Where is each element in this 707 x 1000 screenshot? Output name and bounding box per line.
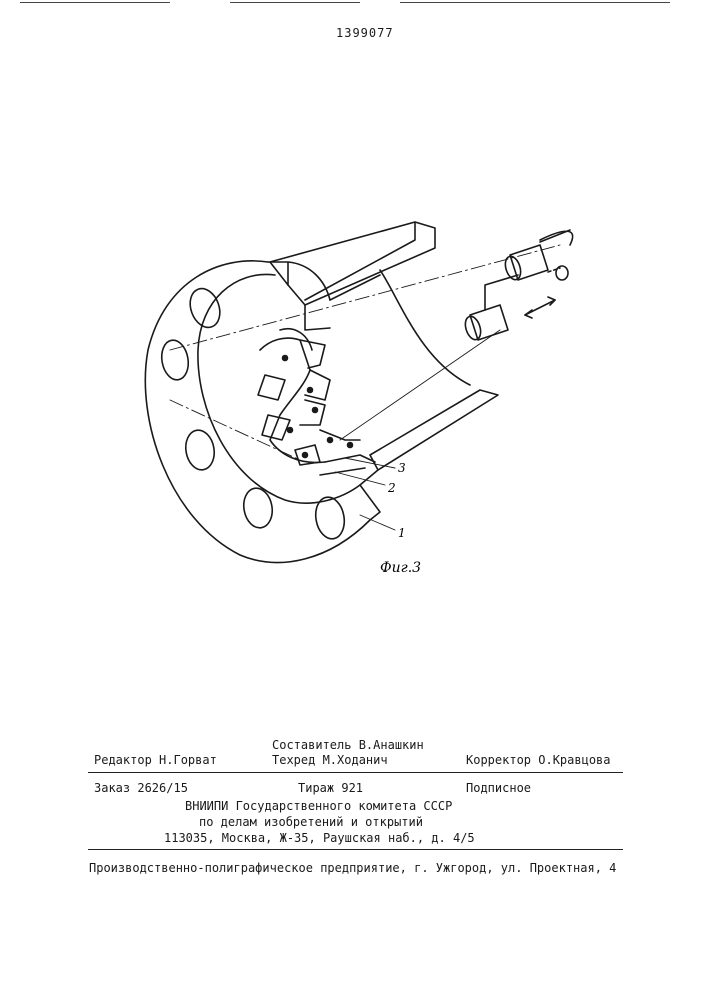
imprint-org-line1: ВНИИПИ Государственного комитета СССР — [185, 799, 452, 813]
imprint-compiler: Составитель В.Анашкин — [272, 738, 424, 752]
imprint-subscription: Подписное — [466, 781, 531, 795]
imprint-printer: Производственно-полиграфическое предприя… — [89, 861, 616, 875]
imprint-rule-2 — [88, 849, 623, 850]
imprint-org-line2: по делам изобретений и открытий — [199, 815, 423, 829]
imprint-org-line3: 113035, Москва, Ж-35, Раушская наб., д. … — [164, 831, 475, 845]
imprint-editor: Редактор Н.Горват — [94, 753, 217, 767]
imprint-rule-1 — [88, 772, 623, 773]
imprint-order: Заказ 2626/15 — [94, 781, 188, 795]
imprint-techred: Техред М.Ходанич — [272, 753, 388, 767]
imprint-corrector: Корректор О.Кравцова — [466, 753, 611, 767]
imprint-circulation: Тираж 921 — [298, 781, 363, 795]
